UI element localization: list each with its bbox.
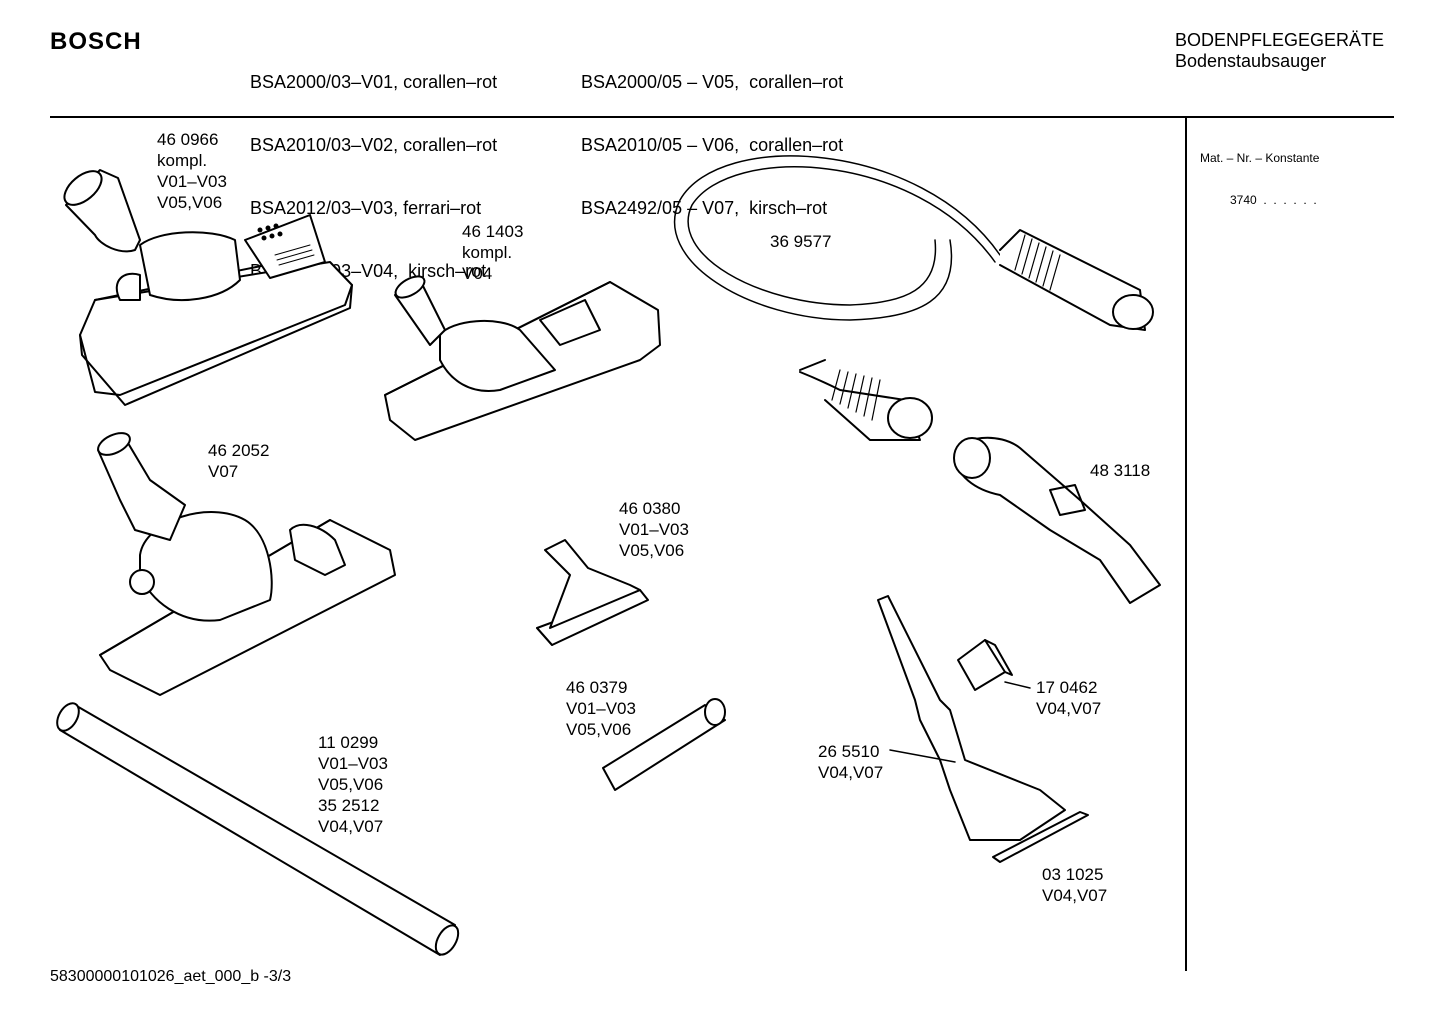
tube-110299-drawing <box>56 702 460 956</box>
model-list-right: BSA2000/05 – V05, corallen–rot BSA2010/0… <box>581 30 843 240</box>
nozzle-265510-drawing <box>877 595 1066 841</box>
part-label-110299: 11 0299 V01–V03 V05,V06 35 2512 V04,V07 <box>318 733 388 836</box>
brand-logo: BOSCH <box>50 28 142 55</box>
floor-nozzle-461403-drawing <box>384 275 661 441</box>
part-label-460379: 46 0379 V01–V03 V05,V06 <box>566 678 636 739</box>
material-constant: Mat. – Nr. – Konstante 3740 . . . . . . <box>1200 123 1319 221</box>
model-line: BSA2010/05 – V06, corallen–rot <box>581 135 844 155</box>
category-subtitle: Bodenstaubsauger <box>1175 51 1327 71</box>
part-label-369577: 36 9577 <box>770 232 832 251</box>
document-id: 58300000101026_aet_000_b -3/3 <box>50 968 292 985</box>
upholstery-nozzle-460380-drawing <box>536 539 649 646</box>
category-block: BODENPFLEGEGERÄTE Bodenstaubsauger <box>1175 30 1384 72</box>
floor-nozzle-460966-drawing <box>63 169 353 406</box>
handle-483118-drawing <box>953 436 1161 604</box>
sidebar-divider <box>1185 118 1187 971</box>
model-line: BSA2000/03–V01, corallen–rot <box>250 72 498 92</box>
material-value: 3740 . . . . . . <box>1230 193 1317 207</box>
part-label-265510: 26 5510 V04,V07 <box>818 742 884 782</box>
part-label-483118: 48 3118 <box>1090 461 1151 480</box>
material-label: Mat. – Nr. – Konstante <box>1200 151 1320 165</box>
model-line: BSA2010/03–V02, corallen–rot <box>250 135 498 155</box>
part-label-461403: 46 1403 kompl. V04 <box>462 222 524 283</box>
model-line: BSA2492/05 – V07, kirsch–rot <box>581 198 828 218</box>
strip-031025-drawing <box>992 811 1089 863</box>
part-label-460966: 46 0966 kompl. V01–V03 V05,V06 <box>157 130 227 212</box>
clip-170462-drawing <box>957 639 1031 691</box>
category-title: BODENPFLEGEGERÄTE <box>1175 30 1385 50</box>
part-label-462052: 46 2052 V07 <box>208 441 270 481</box>
model-line: BSA2012/03–V03, ferrari–rot <box>250 198 482 218</box>
part-label-170462: 17 0462 V04,V07 <box>1036 678 1102 718</box>
crevice-nozzle-460379-drawing <box>602 698 726 791</box>
floor-nozzle-462052-drawing <box>97 432 396 696</box>
part-label-460380: 46 0380 V01–V03 V05,V06 <box>619 499 689 560</box>
header-divider <box>50 116 1394 118</box>
model-line: BSA2000/05 – V05, corallen–rot <box>581 72 844 92</box>
hose-369577-drawing <box>673 155 1154 441</box>
part-label-031025: 03 1025 V04,V07 <box>1042 865 1108 905</box>
